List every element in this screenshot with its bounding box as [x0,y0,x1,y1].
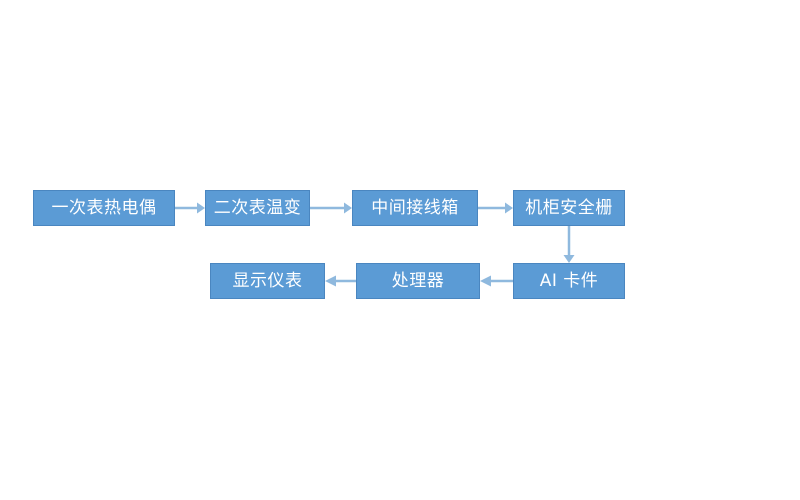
node-label: 显示仪表 [232,270,303,291]
node-label: 中间接线箱 [371,197,459,218]
connector-arrow-left [480,273,513,289]
node-label: AI 卡件 [539,270,599,291]
node-label: 机柜安全栅 [525,197,613,218]
node-secondary-transmitter[interactable]: 二次表温变 [205,190,310,226]
node-primary-thermocouple[interactable]: 一次表热电偶 [33,190,175,226]
node-display-instrument[interactable]: 显示仪表 [210,263,325,299]
node-label: 二次表温变 [213,197,302,218]
connector-arrow-right [478,200,513,216]
node-cabinet-safety-barrier[interactable]: 机柜安全栅 [513,190,625,226]
node-junction-box[interactable]: 中间接线箱 [352,190,478,226]
node-processor[interactable]: 处理器 [356,263,480,299]
connector-arrow-right [175,200,205,216]
node-label: 处理器 [391,270,445,291]
connector-arrow-down [561,226,577,263]
connector-arrow-left [325,273,356,289]
node-ai-card[interactable]: AI 卡件 [513,263,625,299]
node-label: 一次表热电偶 [51,197,157,218]
connector-arrow-right [310,200,352,216]
